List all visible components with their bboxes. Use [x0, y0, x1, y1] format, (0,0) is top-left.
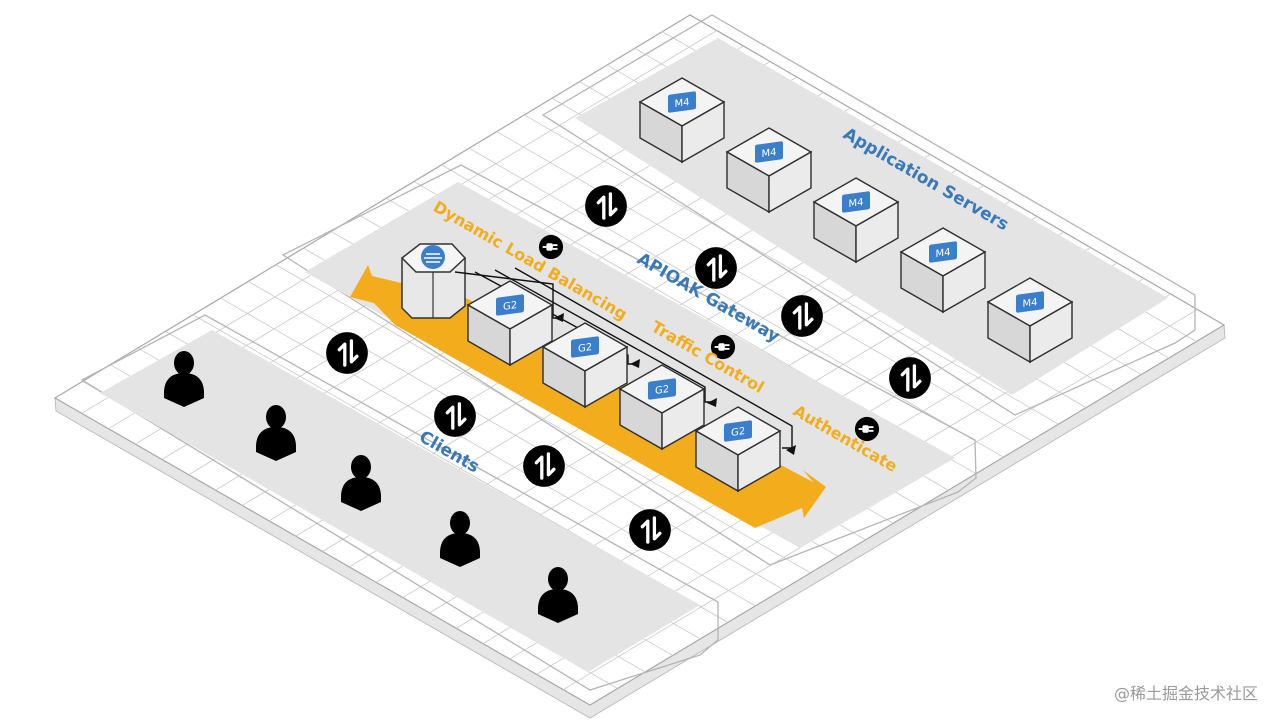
- gateway-node-3: G2: [618, 364, 706, 451]
- exchange-icon: [523, 445, 565, 487]
- server-node-4-badge: M4: [929, 241, 957, 263]
- server-node-2: M4: [725, 127, 813, 214]
- routing-arrowheads: [554, 313, 796, 455]
- gateway-node-4: G2: [694, 406, 782, 493]
- exchange-icon: [781, 295, 823, 337]
- gateway-node-3-badge: G2: [648, 378, 676, 400]
- svg-text:G2: G2: [731, 426, 745, 439]
- exchange-icon: [326, 332, 368, 374]
- gateway-node-2-badge: G2: [571, 336, 599, 358]
- server-node-1-badge: M4: [668, 91, 696, 113]
- server-node-5-badge: M4: [1016, 291, 1044, 313]
- watermark: @稀土掘金技术社区: [1113, 684, 1258, 703]
- server-node-3: M4: [812, 177, 900, 264]
- zone-clients: [80, 314, 719, 691]
- gateway-node-1-badge: G2: [496, 294, 524, 316]
- exchange-icon: [889, 357, 931, 399]
- svg-text:G2: G2: [503, 300, 517, 313]
- load-balancer-icon: [421, 245, 445, 269]
- exchange-icon: [434, 395, 476, 437]
- gateway-node-2: G2: [541, 322, 629, 409]
- svg-text:M4: M4: [762, 147, 777, 160]
- server-node-4: M4: [899, 227, 987, 314]
- gateway-node-4-badge: G2: [724, 420, 752, 442]
- svg-text:M4: M4: [849, 197, 864, 210]
- exchange-icon: [585, 185, 627, 227]
- svg-text:M4: M4: [675, 97, 690, 110]
- server-node-5: M4: [986, 277, 1074, 364]
- server-node-2-badge: M4: [755, 141, 783, 163]
- svg-text:M4: M4: [1023, 297, 1038, 310]
- svg-text:G2: G2: [578, 342, 592, 355]
- svg-text:M4: M4: [936, 247, 951, 260]
- gateway-node-1: G2: [466, 280, 554, 367]
- exchange-icon: [629, 509, 671, 551]
- load-balancer-node: [400, 243, 467, 319]
- server-node-3-badge: M4: [842, 191, 870, 213]
- server-node-1: M4: [638, 77, 726, 164]
- svg-text:G2: G2: [655, 384, 669, 397]
